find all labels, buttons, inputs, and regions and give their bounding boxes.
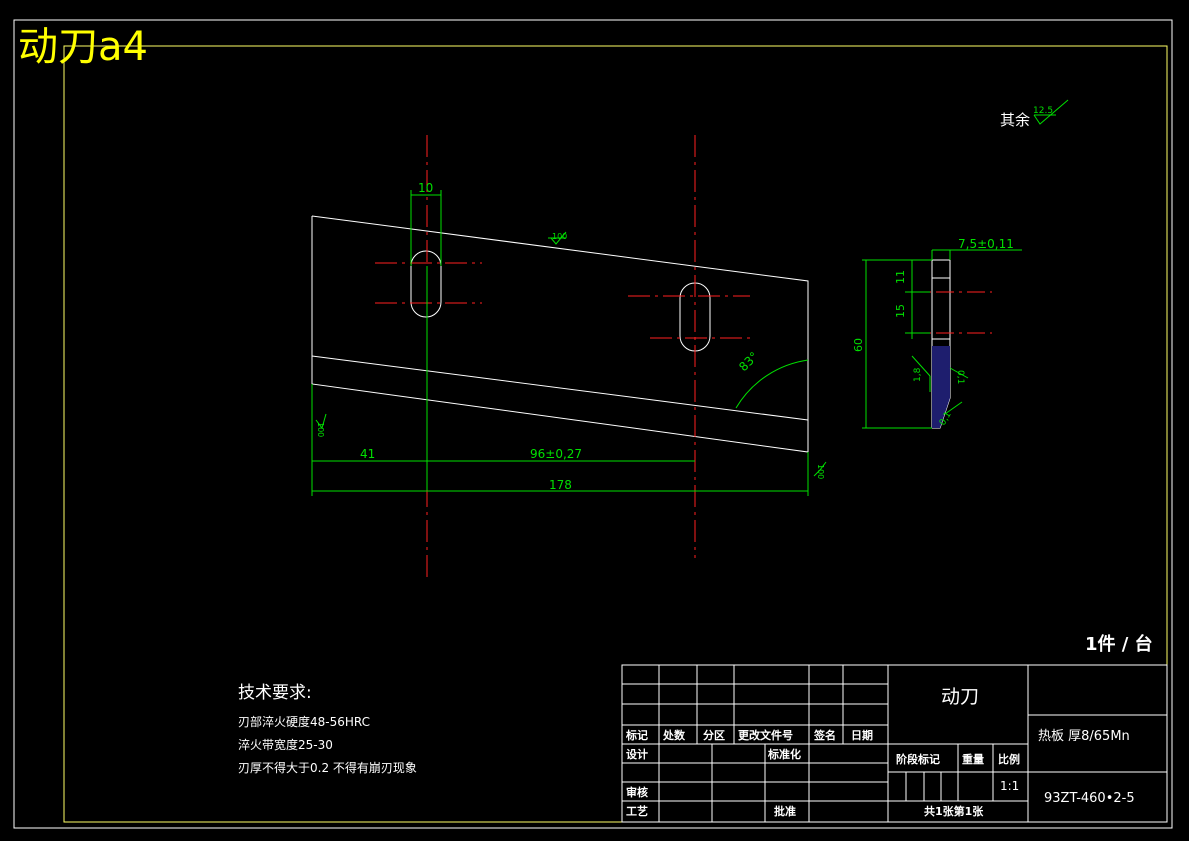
part-quantity: 1件 / 台 bbox=[1085, 633, 1153, 655]
tb-part-name: 动刀 bbox=[941, 686, 979, 708]
dim-thickness: 7,5±0,11 bbox=[958, 237, 1014, 251]
roughness-symbol bbox=[1033, 99, 1069, 125]
tb-standardize: 标准化 bbox=[767, 747, 801, 761]
tb-review: 审核 bbox=[626, 785, 648, 799]
tb-process: 工艺 bbox=[626, 804, 648, 818]
tech-line-3: 刃厚不得大于0.2 不得有崩刃现象 bbox=[238, 760, 417, 775]
dim-slot-width: 10 bbox=[418, 181, 433, 195]
tb-drawing-no: 93ZT-460•2-5 bbox=[1044, 791, 1135, 806]
dim-height: 60 bbox=[852, 338, 865, 352]
tb-stage: 阶段标记 bbox=[896, 752, 940, 766]
finish-right-edge: 100 bbox=[816, 464, 825, 479]
roughness-value: 12.5 bbox=[1033, 106, 1053, 116]
tb-design: 设计 bbox=[626, 747, 648, 761]
center-lines bbox=[375, 135, 750, 580]
dim-overall-length: 178 bbox=[549, 478, 572, 492]
tb-header-sign: 签名 bbox=[813, 728, 836, 742]
finish-left-edge: 100 bbox=[316, 422, 325, 437]
finish-top: 100 bbox=[552, 232, 567, 241]
side-dimensions bbox=[862, 249, 1022, 429]
tb-sheets: 共1张第1张 bbox=[924, 804, 984, 818]
tb-weight: 重量 bbox=[962, 752, 984, 766]
blade-outline bbox=[311, 215, 809, 453]
roughness-label: 其余 bbox=[1000, 111, 1030, 129]
tech-line-2: 淬火带宽度25-30 bbox=[238, 737, 333, 752]
dim-chamfer-b: 0,1 bbox=[955, 370, 965, 384]
tb-approve: 批准 bbox=[774, 804, 796, 818]
dim-left-offset: 41 bbox=[360, 447, 375, 461]
outer-frame bbox=[13, 19, 1173, 829]
dim-11: 11 bbox=[894, 270, 907, 284]
tb-header-docno: 更改文件号 bbox=[738, 728, 793, 742]
dim-chamfer-a: 1,8 bbox=[913, 367, 923, 382]
dim-15: 15 bbox=[894, 304, 907, 318]
tb-header-mark: 标记 bbox=[625, 728, 648, 742]
slot-left bbox=[410, 250, 442, 318]
main-dimensions bbox=[311, 190, 827, 496]
drawing-title: 动刀a4 bbox=[18, 24, 148, 70]
tech-line-1: 刃部淬火硬度48-56HRC bbox=[238, 714, 370, 729]
tb-ratio: 比例 bbox=[998, 752, 1020, 766]
side-center-lines bbox=[905, 291, 992, 334]
slot-right bbox=[679, 282, 711, 352]
dim-angle: 83° bbox=[736, 349, 761, 374]
dim-hole-spacing: 96±0,27 bbox=[530, 447, 582, 461]
side-view-edge-fill bbox=[932, 346, 950, 428]
tb-material: 热板 厚8/65Mn bbox=[1038, 729, 1130, 744]
title-block bbox=[621, 664, 1168, 823]
inner-frame bbox=[63, 45, 1168, 823]
tb-header-zone: 分区 bbox=[703, 728, 725, 742]
tb-header-count: 处数 bbox=[662, 728, 686, 742]
tech-heading: 技术要求: bbox=[238, 683, 312, 703]
tb-scale: 1:1 bbox=[1000, 779, 1019, 793]
tb-header-date: 日期 bbox=[851, 728, 873, 742]
